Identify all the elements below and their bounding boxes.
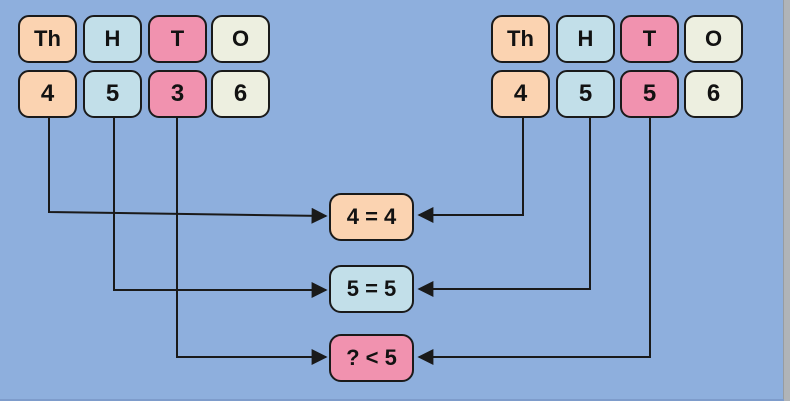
comparison-box-thousands: 4 = 4: [329, 193, 414, 241]
right-digit-tile-ones: 6: [684, 70, 743, 118]
left-header-tile-thousands: Th: [18, 15, 77, 63]
left-hundreds-arrow: [113, 118, 328, 298]
left-digit-tile-thousands: 4: [18, 70, 77, 118]
left-header-tile-hundreds: H: [83, 15, 142, 63]
comparison-box-hundreds: 5 = 5: [329, 265, 414, 313]
right-header-tile-hundreds: H: [556, 15, 615, 63]
right-digit-tile-thousands: 4: [491, 70, 550, 118]
left-header-tile-tens: T: [148, 15, 207, 63]
left-digit-tile-ones: 6: [211, 70, 270, 118]
left-digit-tile-tens: 3: [148, 70, 207, 118]
right-header-tile-ones: O: [684, 15, 743, 63]
left-thousands-arrow: [48, 118, 328, 224]
right-digit-tile-hundreds: 5: [556, 70, 615, 118]
right-header-tile-tens: T: [620, 15, 679, 63]
comparison-box-tens: ? < 5: [329, 334, 414, 382]
right-digit-tile-tens: 5: [620, 70, 679, 118]
right-thousands-arrow: [417, 118, 524, 223]
right-tens-arrow: [417, 118, 651, 365]
right-header-tile-thousands: Th: [491, 15, 550, 63]
left-header-tile-ones: O: [211, 15, 270, 63]
slide-bottom-edge: [0, 399, 784, 401]
left-tens-arrow: [176, 118, 328, 365]
left-digit-tile-hundreds: 5: [83, 70, 142, 118]
window-edge-strip: [783, 0, 790, 401]
right-hundreds-arrow: [417, 118, 591, 297]
